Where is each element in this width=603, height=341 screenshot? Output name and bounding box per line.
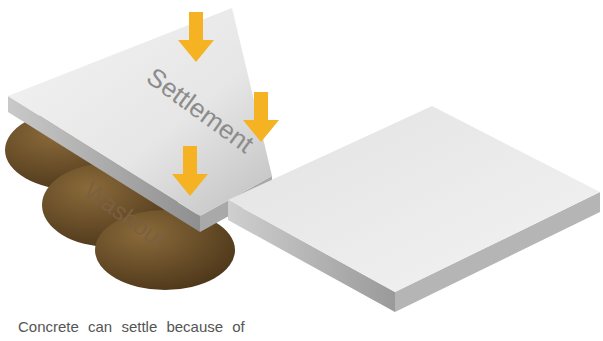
level-slab — [228, 106, 600, 312]
caption-text: Concrete can settle because of — [18, 318, 245, 335]
